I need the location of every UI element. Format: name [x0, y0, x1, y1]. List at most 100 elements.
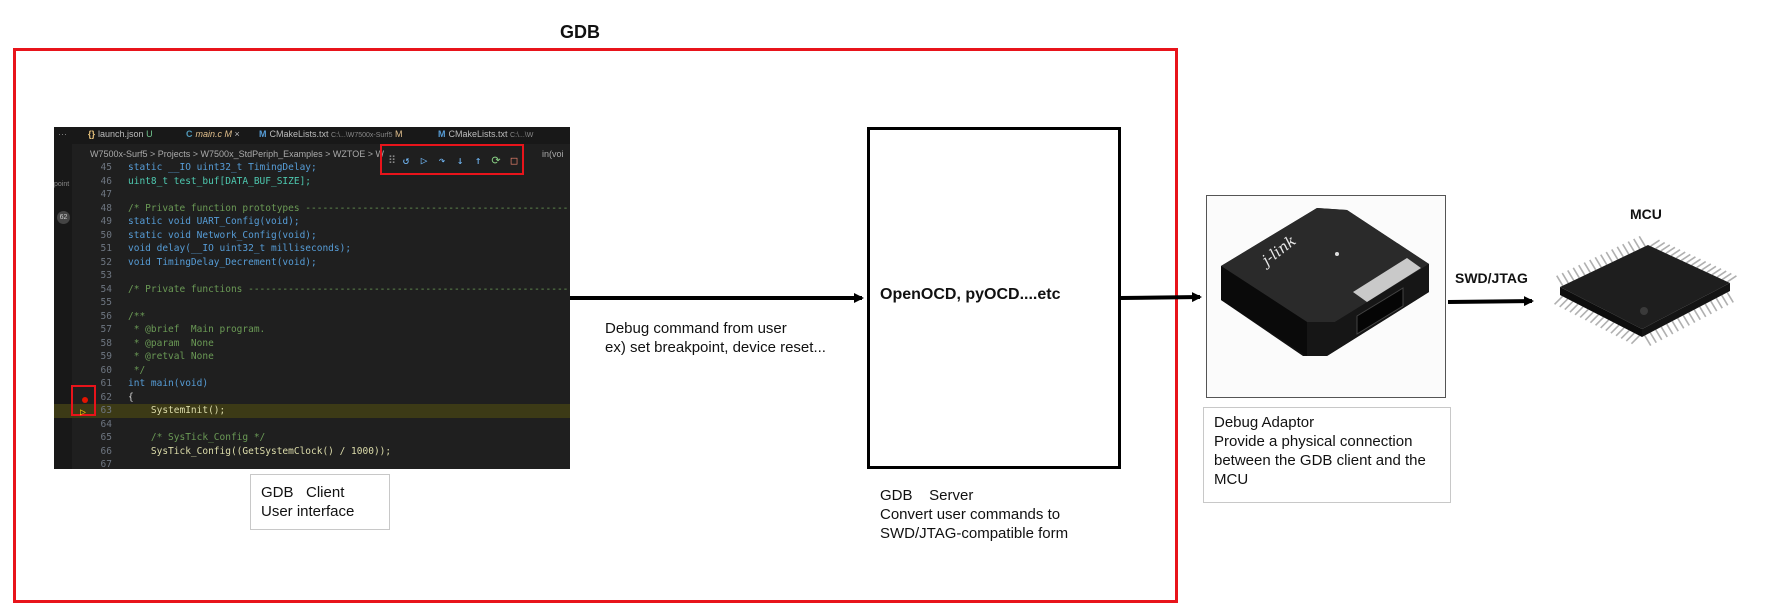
code-line: 64 — [54, 418, 570, 432]
line-number: 67 — [100, 459, 112, 469]
code-line: 51 void delay(__IO uint32_t milliseconds)… — [54, 242, 570, 256]
code-text: { — [128, 391, 134, 403]
breakpoint-highlight — [71, 385, 96, 416]
server-caption-line3: SWD/JTAG-compatible form — [880, 525, 1069, 542]
command-label-line1: Debug command from user — [605, 320, 787, 337]
code-text: * @retval None — [128, 351, 214, 362]
line-number: 59 — [100, 351, 112, 362]
code-line: 53 — [54, 269, 570, 283]
client-caption: GDB Client User interface — [250, 474, 390, 530]
line-number: 53 — [100, 270, 112, 281]
step-out-icon[interactable]: ↑ — [474, 153, 482, 167]
stop-icon[interactable]: □ — [510, 153, 518, 167]
more-icon: ··· — [58, 129, 67, 139]
line-number: 64 — [100, 418, 112, 430]
side-badge: 62 — [57, 211, 70, 224]
restart-frame-icon[interactable]: ↺ — [402, 153, 410, 167]
code-line: 50 static void Network_Config(void); — [54, 229, 570, 243]
breadcrumb: W7500x-Surf5 > Projects > W7500x_StdPeri… — [90, 149, 384, 159]
line-number: 46 — [100, 175, 112, 187]
code-line: 65 /* SysTick_Config */ — [54, 431, 570, 445]
code-text: uint8_t test_buf[DATA_BUF_SIZE]; — [128, 175, 312, 187]
debug-toolbar: ⠿ ↺ ▷ ↷ ↓ ↑ ⟳ □ — [380, 144, 524, 175]
line-number: 52 — [100, 256, 112, 268]
adaptor-caption-line4: MCU — [1214, 471, 1249, 488]
breakpoint-icon[interactable] — [82, 397, 88, 403]
line-number: 65 — [100, 432, 112, 443]
code-text: SysTick_Config((GetSystemClock() / 1000)… — [128, 445, 392, 457]
breadcrumb-tail: in(voi — [542, 149, 564, 159]
code-line: 63 SystemInit(); — [54, 404, 570, 418]
code-text: static void UART_Config(void); — [128, 216, 300, 227]
code-line: 59 * @retval None — [54, 350, 570, 364]
code-line: 67 — [54, 458, 570, 469]
current-line-arrow-icon: ▷ — [80, 407, 87, 418]
code-line: 57 * @brief Main program. — [54, 323, 570, 337]
line-number: 58 — [100, 337, 112, 349]
continue-icon[interactable]: ▷ — [420, 153, 428, 167]
line-number: 60 — [100, 364, 112, 376]
restart-icon[interactable]: ⟳ — [491, 153, 501, 167]
code-line: 47 — [54, 188, 570, 202]
code-line: 60 */ — [54, 364, 570, 378]
code-text: /** — [128, 310, 146, 322]
step-into-icon[interactable]: ↓ — [456, 153, 464, 167]
line-number: 63 — [100, 405, 112, 416]
code-text: * @brief Main program. — [128, 324, 266, 335]
command-label-line2: ex) set breakpoint, device reset... — [605, 339, 826, 356]
mcu-chip-icon — [1553, 235, 1737, 346]
code-text: void delay(__IO uint32_t milliseconds); — [128, 243, 352, 254]
adaptor-caption-line1: Debug Adaptor — [1214, 414, 1315, 431]
code-text: /* SysTick_Config */ — [128, 432, 266, 443]
line-number: 50 — [100, 229, 112, 241]
code-line: 61 int main(void) — [54, 377, 570, 391]
gdb-server-box — [867, 127, 1121, 469]
drag-handle-icon[interactable]: ⠿ — [388, 153, 397, 167]
close-icon: × — [234, 129, 240, 139]
code-text: SystemInit(); — [128, 405, 226, 416]
code-text: int main(void) — [128, 378, 209, 389]
gdb-title: GDB — [560, 22, 600, 42]
step-over-icon[interactable]: ↷ — [438, 153, 446, 167]
code-line: 58 * @param None — [54, 337, 570, 351]
adaptor-caption-line3: between the GDB client and the — [1214, 452, 1426, 469]
debug-adaptor-image: j-link — [1206, 195, 1446, 398]
adaptor-caption-line2: Provide a physical connection — [1214, 433, 1413, 450]
server-caption-line1: GDB Server — [880, 487, 974, 504]
code-line: 54 /* Private functions -----------------… — [54, 283, 570, 297]
line-number: 57 — [100, 324, 112, 335]
code-line: 48 /* Private function prototypes -------… — [54, 202, 570, 216]
code-text: * @param None — [128, 337, 214, 349]
code-text: */ — [128, 364, 146, 376]
line-number: 66 — [100, 445, 112, 457]
line-number: 54 — [100, 283, 112, 295]
line-number: 45 — [100, 162, 112, 173]
code-line: 66 SysTick_Config((GetSystemClock() / 10… — [54, 445, 570, 459]
code-line: 55 — [54, 296, 570, 310]
client-caption-line1: GDB Client — [261, 484, 345, 501]
mcu-chip-image — [1540, 225, 1750, 380]
tab-launch-json[interactable]: {}launch.json U — [88, 129, 153, 139]
code-line: 62{ — [54, 391, 570, 405]
line-number: 55 — [100, 297, 112, 308]
code-line: 45 static __IO uint32_t TimingDelay; — [54, 161, 570, 175]
code-text: static void Network_Config(void); — [128, 229, 317, 241]
code-text: static __IO uint32_t TimingDelay; — [128, 162, 317, 173]
gdb-server-label: OpenOCD, pyOCD....etc — [880, 286, 1061, 303]
client-caption-line2: User interface — [261, 503, 355, 520]
code-text: /* Private functions -------------------… — [128, 283, 570, 295]
code-text: /* Private function prototypes ---------… — [128, 202, 570, 214]
mcu-label: MCU — [1630, 206, 1662, 222]
code-line: 46 uint8_t test_buf[DATA_BUF_SIZE]; — [54, 175, 570, 189]
line-number: 48 — [100, 202, 112, 214]
line-number: 51 — [100, 243, 112, 254]
line-number: 61 — [100, 378, 112, 389]
command-label: Debug command from user ex) set breakpoi… — [605, 319, 826, 357]
server-caption-line2: Convert user commands to — [880, 506, 1061, 523]
